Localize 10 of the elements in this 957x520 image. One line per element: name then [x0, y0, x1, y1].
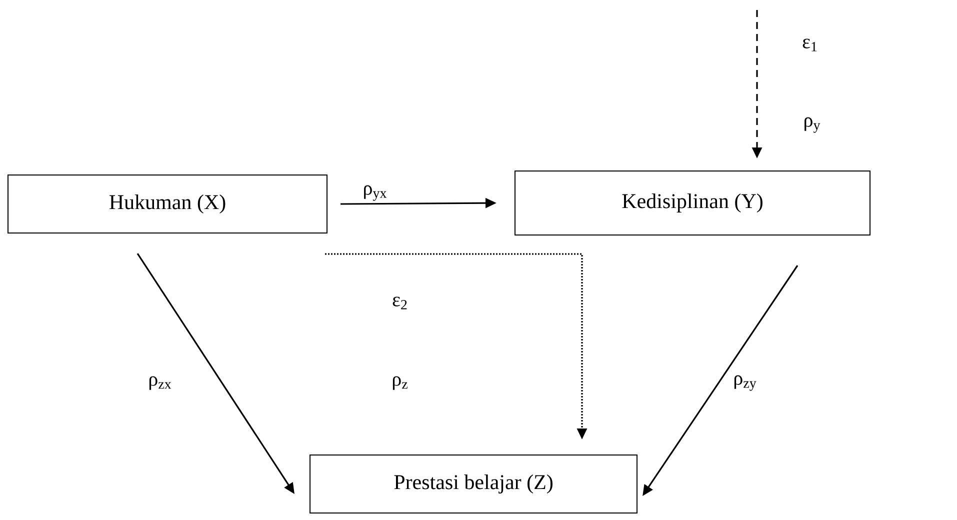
path-coefficient: ρ$_{zx}$	[149, 376, 172, 390]
coefficient-label: ρ$_{z}$	[392, 376, 408, 390]
variable-box: Prestasi belajar (Z)	[310, 454, 638, 514]
path-coefficient: ρ$_{zy}$	[734, 375, 756, 391]
variable-box: Hukuman (X)	[8, 174, 328, 234]
coefficient-label: ρ$_{y}$	[804, 117, 820, 133]
coefficient-label: ε$_{2}$	[392, 296, 407, 310]
path-coefficient: ρ$_{yx}$	[364, 185, 387, 201]
coefficient-label: ε$_{1}$	[802, 38, 817, 52]
variable-box: Kedisiplinan (Y)	[514, 170, 870, 236]
